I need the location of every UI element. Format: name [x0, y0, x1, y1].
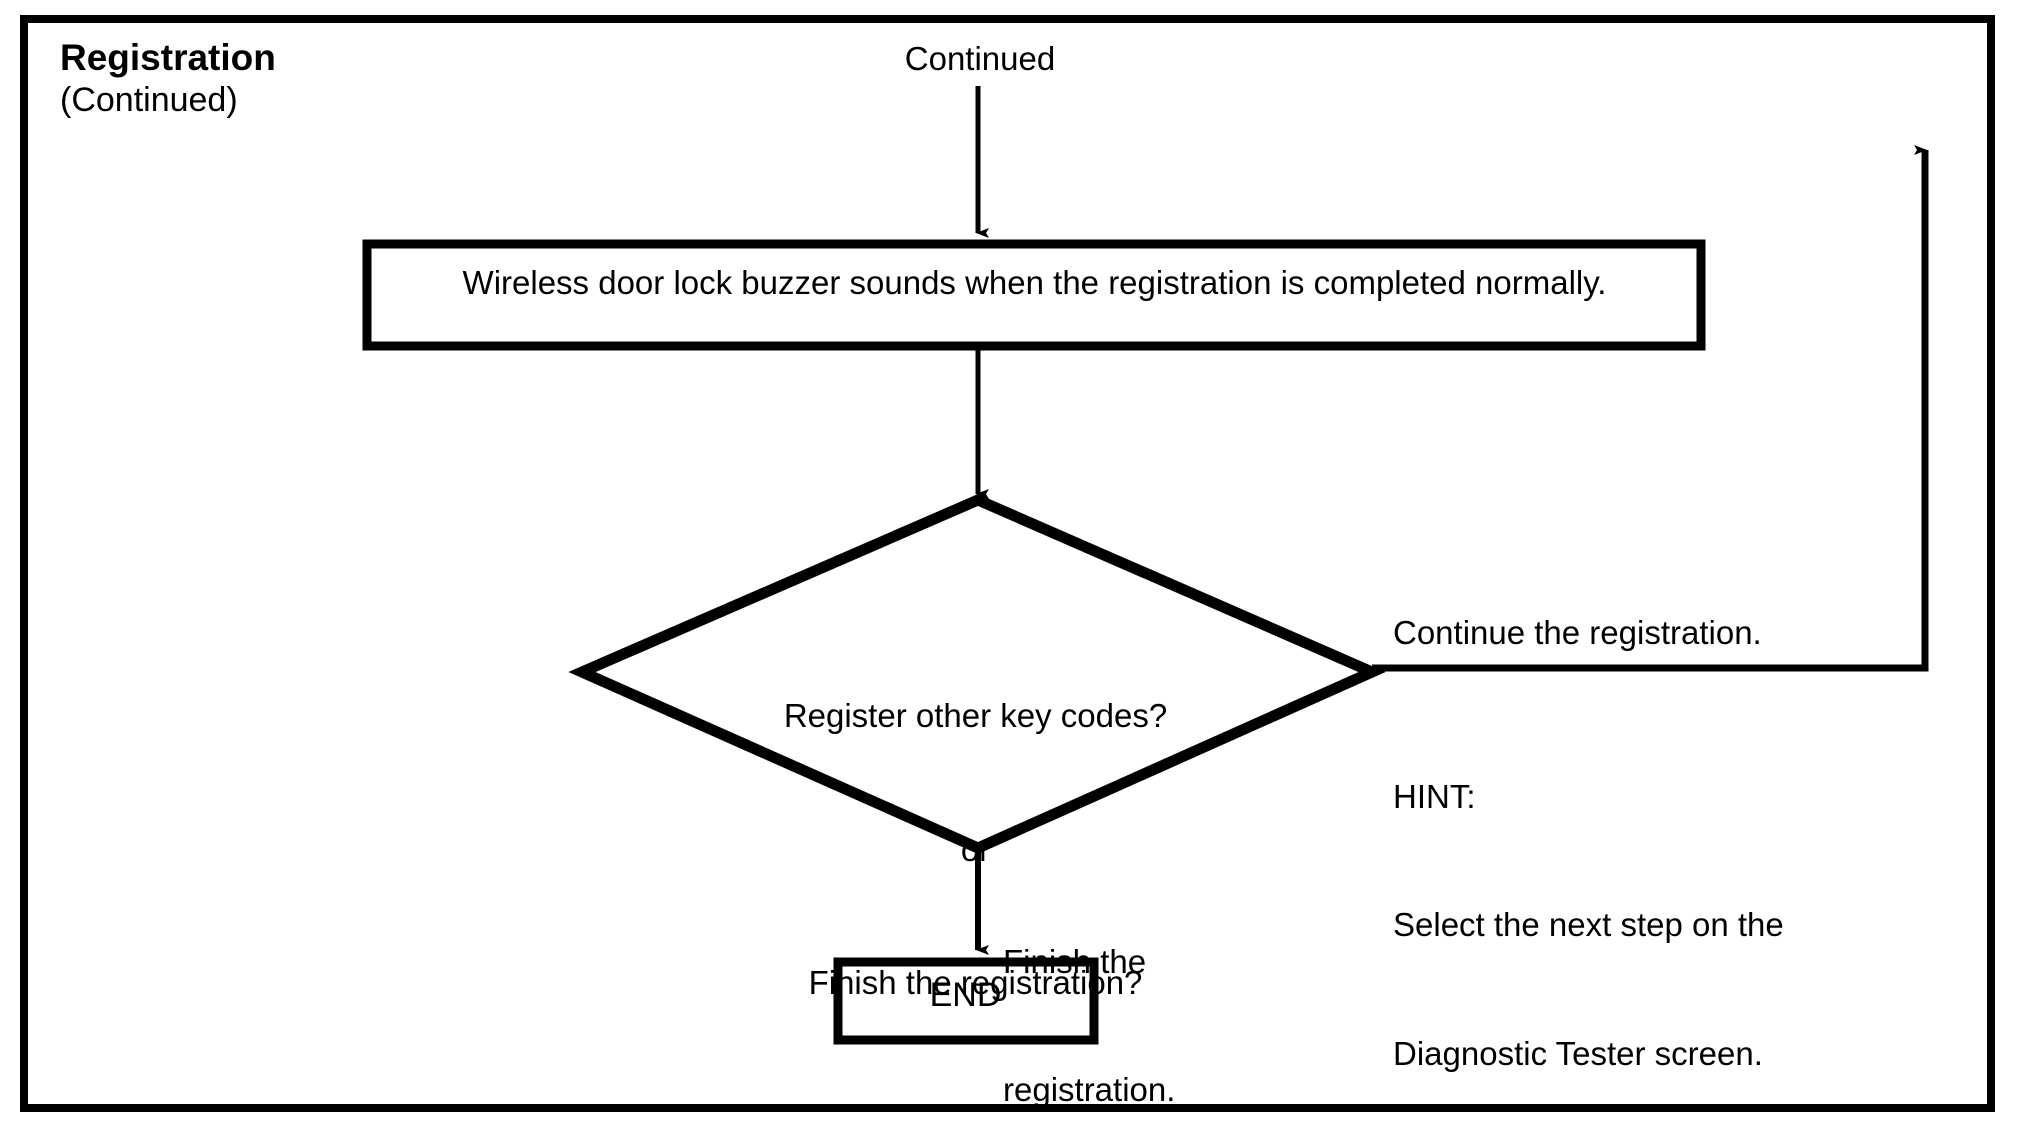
decision-line-2: or — [960, 830, 991, 868]
hint-line-1: Select the next step on the — [1393, 906, 1784, 944]
decision-line-3: Finish the registration? — [808, 964, 1143, 1002]
finish-label-line-2: registration. — [1003, 1071, 1176, 1109]
page-subtitle: (Continued) — [60, 81, 238, 119]
branch-label-finish-registration: Finish the registration. — [1003, 855, 1175, 1137]
decision-line-1: Register other key codes? — [783, 697, 1168, 735]
process-box-buzzer — [362, 239, 1706, 351]
process-box-label: Wireless door lock buzzer sounds when th… — [462, 264, 1607, 301]
hint-line-2: Diagnostic Tester screen. — [1393, 1035, 1763, 1073]
finish-label-line-1: Finish the — [1003, 942, 1147, 980]
hint-title: HINT: — [1393, 777, 1476, 815]
end-box — [833, 957, 1099, 1045]
hint-block: HINT: Select the next step on the Diagno… — [1393, 690, 1784, 1137]
branch-label-continue-registration: Continue the registration. — [1393, 614, 1762, 651]
connector-continue-registration-loop — [1372, 145, 1929, 672]
end-box-label: END — [929, 976, 1002, 1014]
entry-label-continued: Continued — [904, 40, 1056, 77]
page-title: Registration — [60, 37, 276, 78]
decision-diamond-label: Register other key codes? or Finish the … — [578, 605, 1373, 1095]
